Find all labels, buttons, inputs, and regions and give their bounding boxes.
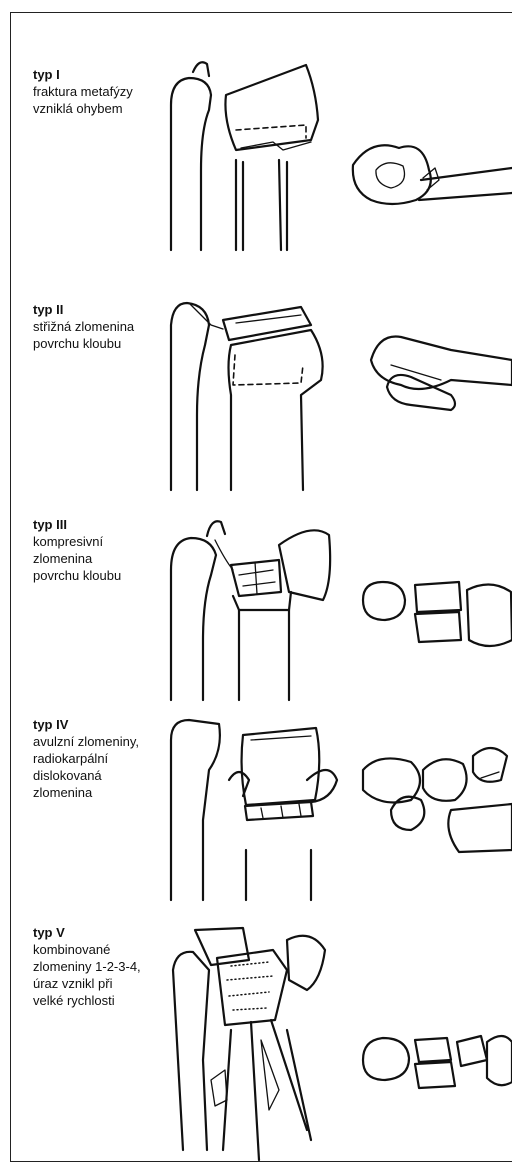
panel-type-1: typ I fraktura metafýzy vzniklá ohybem <box>11 50 512 250</box>
panel-type-4: typ IV avulzní zlomeniny, radiokarpální … <box>11 700 512 900</box>
type-4-illustration <box>11 700 512 900</box>
panel-type-2: typ II střižná zlomenina povrchu kloubu <box>11 285 512 490</box>
panel-type-5: typ V kombinované zlomeniny 1-2-3-4, úra… <box>11 910 512 1160</box>
type-5-illustration <box>11 910 512 1160</box>
type-2-illustration <box>11 285 512 490</box>
type-3-illustration <box>11 500 512 700</box>
type-1-illustration <box>11 50 512 250</box>
panel-type-3: typ III kompresivní zlomenina povrchu kl… <box>11 500 512 700</box>
